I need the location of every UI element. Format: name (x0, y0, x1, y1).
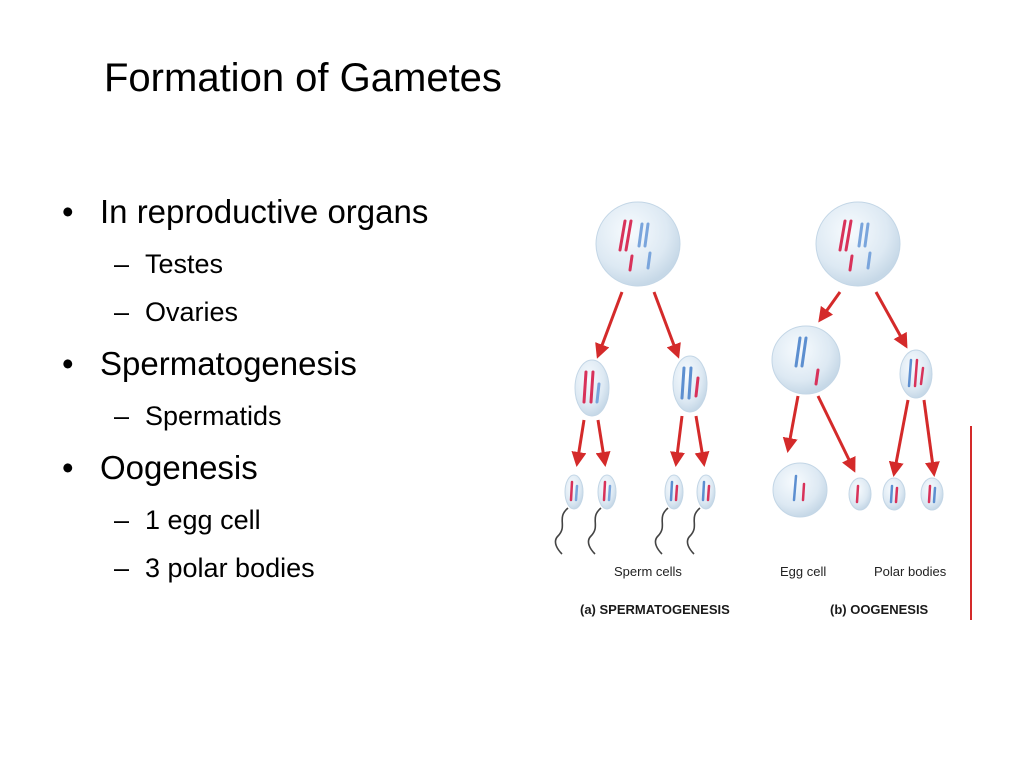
primary-oocyte (815, 201, 901, 287)
oogenesis-caption: (b) OOGENESIS (830, 602, 929, 617)
spermatogenesis-panel: Sperm cells (a) SPERMATOGENESIS (554, 201, 730, 617)
secondary-oocyte (771, 325, 841, 395)
sperm-cell-2 (587, 474, 617, 555)
sperm-cell-3 (654, 474, 684, 555)
sub-bullet-testes: Testes (62, 246, 462, 282)
spermatogenesis-caption: (a) SPERMATOGENESIS (580, 602, 730, 617)
sperm-cell-1 (554, 474, 584, 555)
slide-title: Formation of Gametes (104, 56, 502, 100)
oogenesis-panel: Egg cell Polar bodies (b) OOGENESIS (771, 201, 947, 617)
polar-body-3 (920, 477, 944, 511)
bullet-list: In reproductive organs Testes Ovaries Sp… (62, 190, 462, 586)
primary-spermatocyte (595, 201, 681, 287)
bullet-reproductive-organs: In reproductive organs (62, 190, 462, 234)
egg-cell-label: Egg cell (780, 564, 826, 579)
gametogenesis-diagram: Sperm cells (a) SPERMATOGENESIS (554, 201, 972, 620)
egg-cell (772, 462, 828, 518)
gametogenesis-figure: Sperm cells (a) SPERMATOGENESIS (528, 188, 974, 634)
polar-body-2 (882, 477, 906, 511)
sub-bullet-spermatids: Spermatids (62, 398, 462, 434)
first-polar-body (899, 349, 933, 399)
sub-bullet-polar-bodies: 3 polar bodies (62, 550, 462, 586)
sub-bullet-ovaries: Ovaries (62, 294, 462, 330)
sub-bullet-egg-cell: 1 egg cell (62, 502, 462, 538)
polar-body-1 (848, 477, 872, 511)
secondary-spermatocyte-right (672, 355, 708, 413)
secondary-spermatocyte-left (574, 359, 610, 417)
bullet-oogenesis: Oogenesis (62, 446, 462, 490)
sperm-cell-4 (686, 474, 716, 555)
sperm-cells-label: Sperm cells (614, 564, 682, 579)
polar-bodies-label: Polar bodies (874, 564, 947, 579)
bullet-spermatogenesis: Spermatogenesis (62, 342, 462, 386)
